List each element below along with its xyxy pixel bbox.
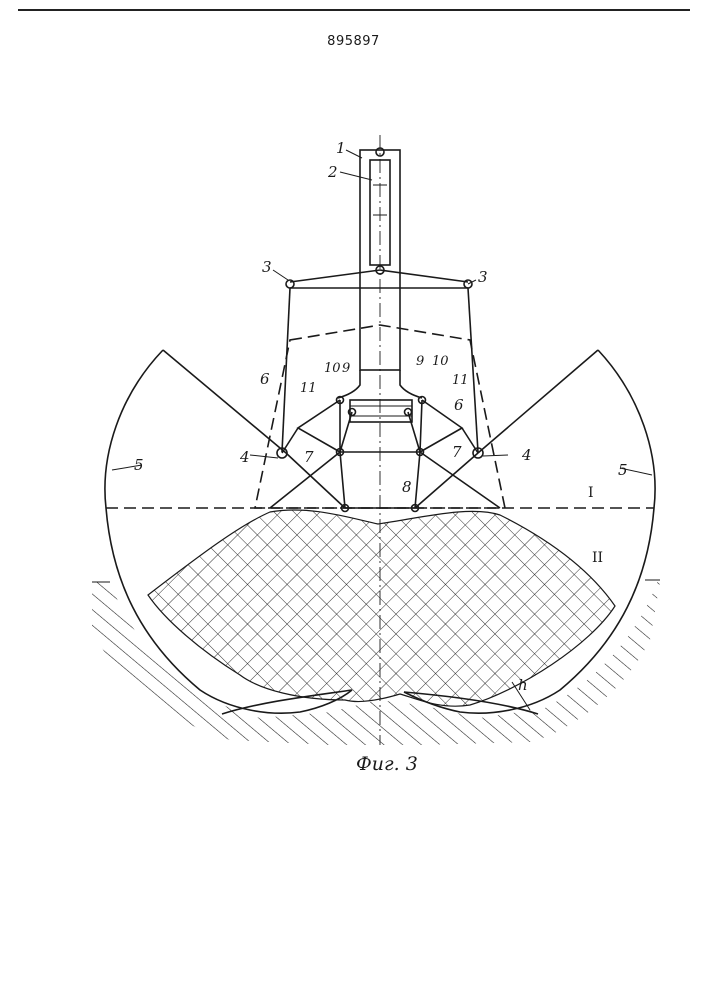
leader-2 [340,172,372,180]
link-to-jaw-left [270,428,340,508]
crossbar-3 [290,270,468,288]
right-jaw-lip [478,350,598,453]
leader-3-left [273,270,288,280]
callout-4-right: 4 [521,446,532,464]
callout-7-right: 7 [452,443,462,461]
figure-caption: Фиг. 3 [356,753,418,775]
left-jaw-lip [163,350,286,453]
callout-8: 8 [402,478,412,496]
callout-2: 2 [327,163,338,181]
zone-II-label: II [592,550,603,566]
material-mass [148,510,615,706]
callout-3-left: 3 [262,258,272,276]
callout-5-right: 5 [618,461,628,479]
leader-4-left [250,455,278,458]
callout-11-left: 11 [300,381,317,396]
callout-6-left: 6 [260,370,270,388]
callout-4-left: 4 [239,448,250,466]
callout-7-left: 7 [304,448,314,466]
jaw-inner-right [415,453,478,508]
callout-6-right: 6 [454,396,464,414]
leader-4-right [483,455,508,456]
callout-11-right: 11 [452,373,469,388]
callout-5-left: 5 [134,456,144,474]
zone-I-label: I [588,485,594,501]
rod-right [468,288,478,452]
central-block [350,400,412,422]
jaw-inner-left [286,453,345,508]
callout-3-right: 3 [478,268,488,286]
callout-9-right: 9 [416,354,424,369]
callout-10-left: 10 [324,361,341,376]
callout-9-left: 9 [342,361,350,376]
callout-10-right: 10 [432,354,449,369]
callout-h: h [518,676,528,694]
callout-1: 1 [336,139,346,157]
